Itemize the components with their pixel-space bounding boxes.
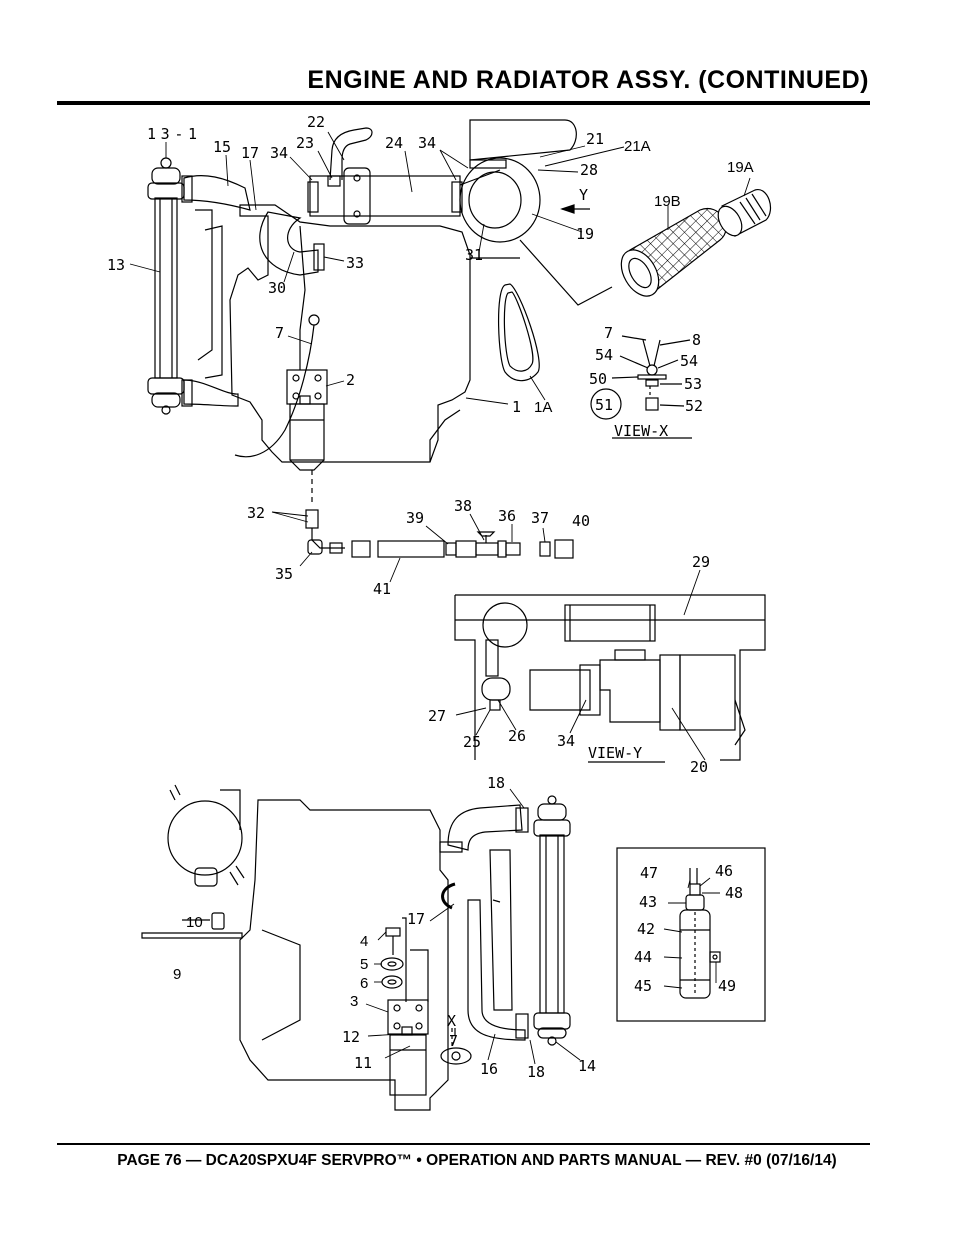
view-x-detail	[590, 335, 692, 439]
callout-31: 31	[465, 246, 483, 264]
radiator-top	[147, 157, 185, 415]
callout-1a: 1A	[534, 399, 552, 416]
callout-7: 7	[275, 324, 284, 342]
callout-20: 20	[690, 758, 708, 776]
view-y-detail	[454, 594, 766, 763]
callout-48: 48	[725, 884, 743, 902]
marker-x: X	[447, 1012, 456, 1030]
callout-54: 54	[595, 346, 613, 364]
callout-10: 10	[186, 914, 203, 931]
callout-24: 24	[385, 134, 403, 152]
callout-30: 30	[268, 279, 286, 297]
callout-17-b: 17	[407, 910, 425, 928]
callout-49: 49	[718, 977, 736, 995]
callout-52: 52	[685, 397, 703, 415]
header-rule	[57, 101, 870, 105]
callout-28: 28	[580, 161, 598, 179]
callout-34-c: 34	[557, 732, 575, 750]
callout-labels: 13-1 15 17 34 23 22 24 34 21 21A 28 19A …	[107, 113, 754, 1081]
view-arrows	[454, 204, 590, 1036]
callout-46: 46	[715, 862, 733, 880]
callout-16: 16	[480, 1060, 498, 1078]
callout-8: 8	[692, 331, 701, 349]
air-cleaner	[459, 119, 577, 259]
callout-18-b: 18	[527, 1063, 545, 1081]
callout-3: 3	[350, 993, 358, 1010]
leader-lines	[129, 131, 751, 1065]
callout-4: 4	[360, 933, 368, 950]
air-filter-elements	[519, 189, 771, 306]
callout-39: 39	[406, 509, 424, 527]
callout-23: 23	[296, 134, 314, 152]
callout-6: 6	[360, 975, 368, 992]
callout-5: 5	[360, 956, 368, 973]
callout-42: 42	[637, 920, 655, 938]
view-y-label: VIEW-Y	[588, 744, 642, 762]
callout-40: 40	[572, 512, 590, 530]
callout-21a: 21A	[624, 138, 651, 155]
callout-14: 14	[578, 1057, 596, 1075]
view-x-label: VIEW-X	[614, 422, 668, 440]
callout-34: 34	[270, 144, 288, 162]
callout-33: 33	[346, 254, 364, 272]
marker-y: Y	[579, 186, 588, 204]
callout-2: 2	[346, 371, 355, 389]
engine-bottom-view	[141, 784, 571, 1111]
callout-38: 38	[454, 497, 472, 515]
callout-50: 50	[589, 370, 607, 388]
callout-17: 17	[241, 144, 259, 162]
callout-37: 37	[531, 509, 549, 527]
callout-27: 27	[428, 707, 446, 725]
callout-25: 25	[463, 733, 481, 751]
callout-9: 9	[173, 966, 181, 983]
callout-13-1: 13-1	[147, 125, 197, 143]
engine-top-view	[147, 119, 577, 505]
callout-19a: 19A	[727, 159, 754, 176]
callout-bottom-7: 7	[449, 1032, 458, 1050]
callout-47: 47	[640, 864, 658, 882]
callout-32: 32	[247, 504, 265, 522]
callout-12: 12	[342, 1028, 360, 1046]
callout-view-x-7: 7	[604, 324, 613, 342]
callout-35: 35	[275, 565, 293, 583]
callout-45: 45	[634, 977, 652, 995]
callout-43: 43	[639, 893, 657, 911]
callout-13: 13	[107, 256, 125, 274]
callout-19b: 19B	[654, 193, 681, 210]
drain-line-assembly	[305, 509, 574, 559]
callout-15: 15	[213, 138, 231, 156]
reserve-tank-detail	[616, 847, 766, 1022]
callout-34-b: 34	[418, 134, 436, 152]
callout-26: 26	[508, 727, 526, 745]
callout-36: 36	[498, 507, 516, 525]
callout-19: 19	[576, 225, 594, 243]
footer-rule	[57, 1143, 870, 1145]
callout-29: 29	[692, 553, 710, 571]
callout-41: 41	[373, 580, 391, 598]
callout-1: 1	[512, 398, 521, 416]
page-footer: PAGE 76 — DCA20SPXU4F SERVPRO™ • OPERATI…	[117, 1152, 837, 1169]
page-title: ENGINE AND RADIATOR ASSY. (CONTINUED)	[307, 66, 869, 94]
callout-18: 18	[487, 774, 505, 792]
callout-44: 44	[634, 948, 652, 966]
callout-21: 21	[586, 130, 604, 148]
callout-22: 22	[307, 113, 325, 131]
callout-51: 51	[595, 396, 613, 414]
callout-11: 11	[354, 1054, 372, 1072]
callout-54-b: 54	[680, 352, 698, 370]
callout-53: 53	[684, 375, 702, 393]
